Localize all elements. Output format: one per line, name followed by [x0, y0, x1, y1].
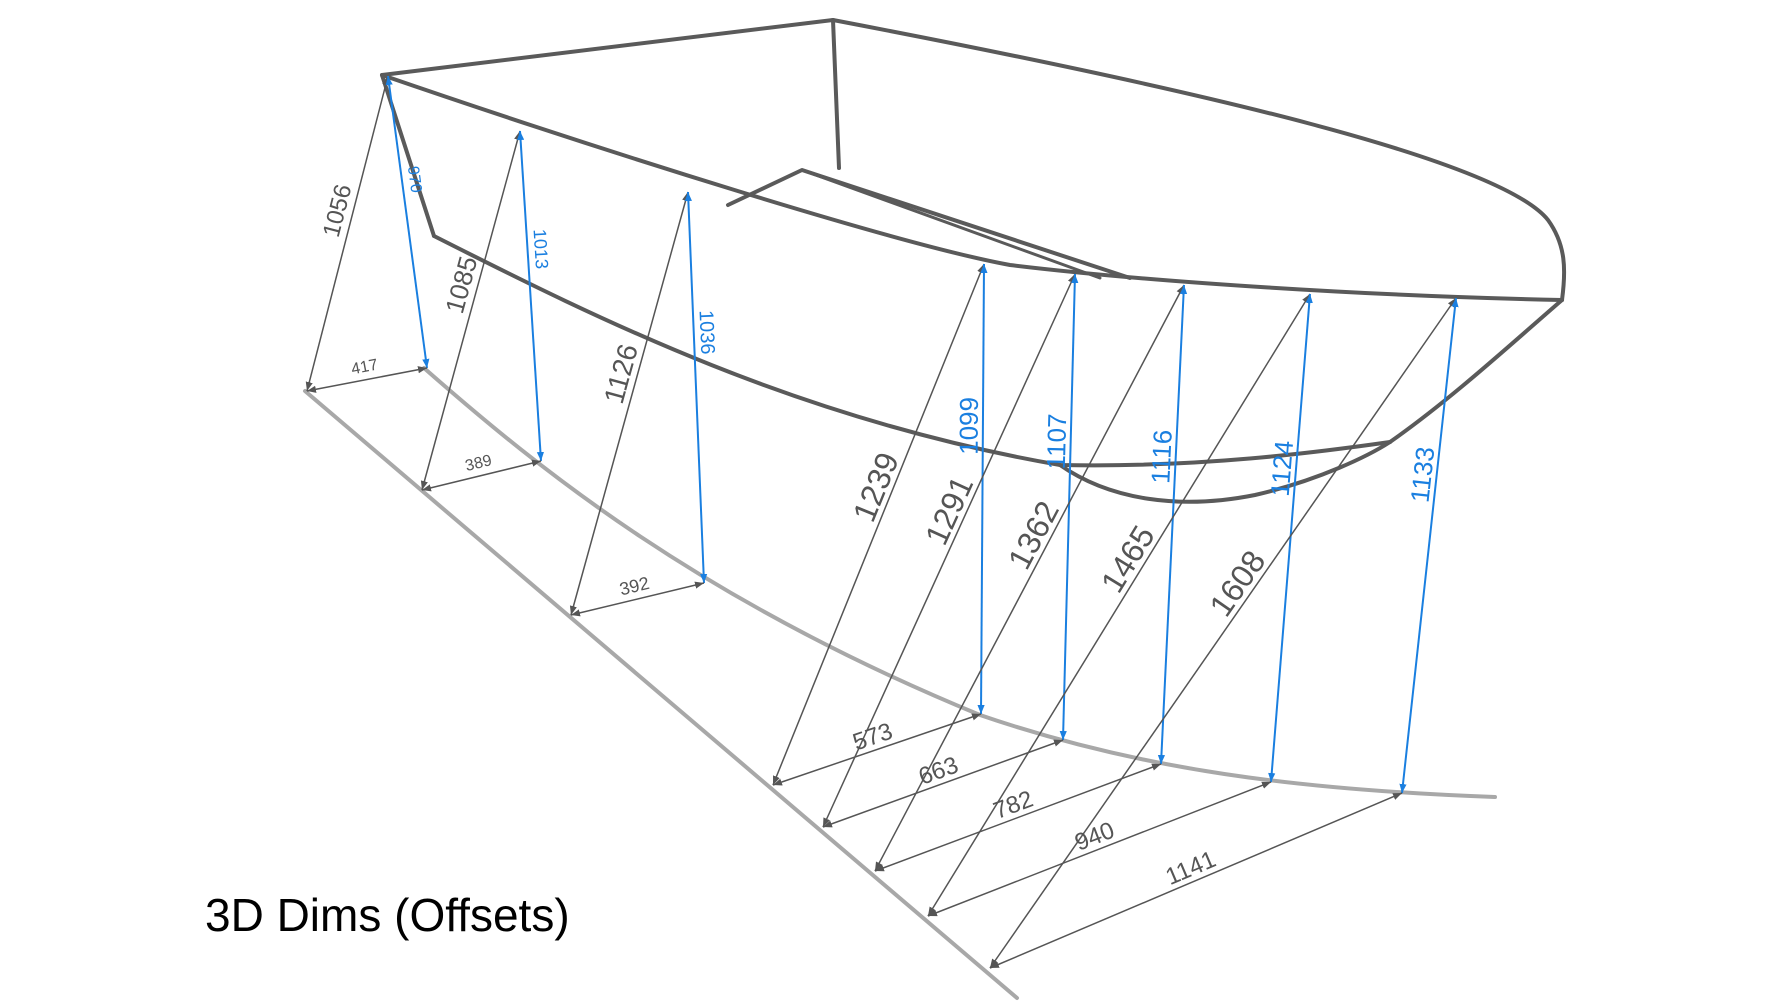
vertical-dim-line	[684, 191, 708, 584]
baseline-dim-label: 940	[1071, 817, 1118, 857]
diagonal-dim-line	[420, 130, 522, 491]
thwart-inner-edge	[800, 168, 1102, 280]
baseline-dim-line	[306, 366, 428, 393]
diagonal-dim-label: 1126	[598, 341, 644, 407]
bottom-keel-curve	[1058, 440, 1392, 504]
transom-top-edge	[380, 18, 835, 77]
vertical-dim-label: 1036	[695, 310, 719, 355]
vertical-dim-line	[1157, 284, 1188, 765]
diagonal-dim-label: 1085	[439, 253, 483, 317]
vertical-dim-line	[1268, 293, 1313, 783]
vertical-dim-line	[385, 75, 430, 369]
baseline-dim-line	[989, 792, 1403, 969]
vertical-dim-label: 1133	[1405, 445, 1441, 504]
baseline-dim-label: 782	[990, 786, 1037, 825]
baseline-dim-line	[421, 459, 542, 492]
bow-stem	[1388, 298, 1564, 444]
baseline-dim-label: 389	[464, 452, 494, 475]
diagonal-dim-label: 1362	[1001, 495, 1066, 575]
sheer-line	[380, 73, 1564, 302]
chine-line	[432, 234, 1392, 468]
transom-corner-edge	[831, 18, 841, 170]
diagonal-dim-line	[305, 75, 390, 392]
baseline-dim-label: 417	[350, 357, 380, 379]
vertical-dim-line	[1059, 273, 1079, 741]
diagonal-dim-line	[989, 297, 1457, 969]
diagonal-dim-label: 1056	[318, 182, 357, 240]
far-gunwale	[831, 18, 1567, 302]
vertical-dim-line	[1399, 297, 1459, 794]
vertical-dim-label: 1107	[1041, 413, 1072, 470]
offset-reference-line	[303, 389, 1019, 1000]
baseline-dim-label: 392	[617, 573, 651, 599]
baseline-dim-label: 1141	[1162, 846, 1220, 891]
vertical-dim-label: 970	[404, 165, 424, 194]
diagonal-dim-label: 1291	[918, 471, 980, 551]
vertical-dim-label: 1116	[1145, 429, 1178, 484]
diagram-caption: 3D Dims (Offsets)	[205, 889, 570, 941]
diagonal-dim-label: 1608	[1202, 544, 1272, 623]
baseline-dim-label: 573	[849, 718, 896, 756]
diagonal-dim-line	[569, 191, 690, 616]
baseline-dim-label: 663	[915, 752, 962, 791]
vertical-dim-label: 1013	[529, 228, 552, 269]
vertical-dim-line	[516, 130, 545, 462]
vertical-dim-label: 1099	[954, 397, 984, 455]
baseline-dim-line	[570, 581, 705, 617]
thwart-seat	[726, 168, 1132, 280]
vertical-dim-line	[977, 263, 988, 715]
stern-post	[380, 73, 436, 238]
diagonal-dim-label: 1465	[1094, 519, 1162, 599]
dimension-lines	[305, 75, 1459, 969]
vertical-dim-label: 1124	[1265, 439, 1299, 497]
diagonal-dim-label: 1239	[846, 447, 906, 526]
diagonal-dim-line	[927, 293, 1311, 917]
